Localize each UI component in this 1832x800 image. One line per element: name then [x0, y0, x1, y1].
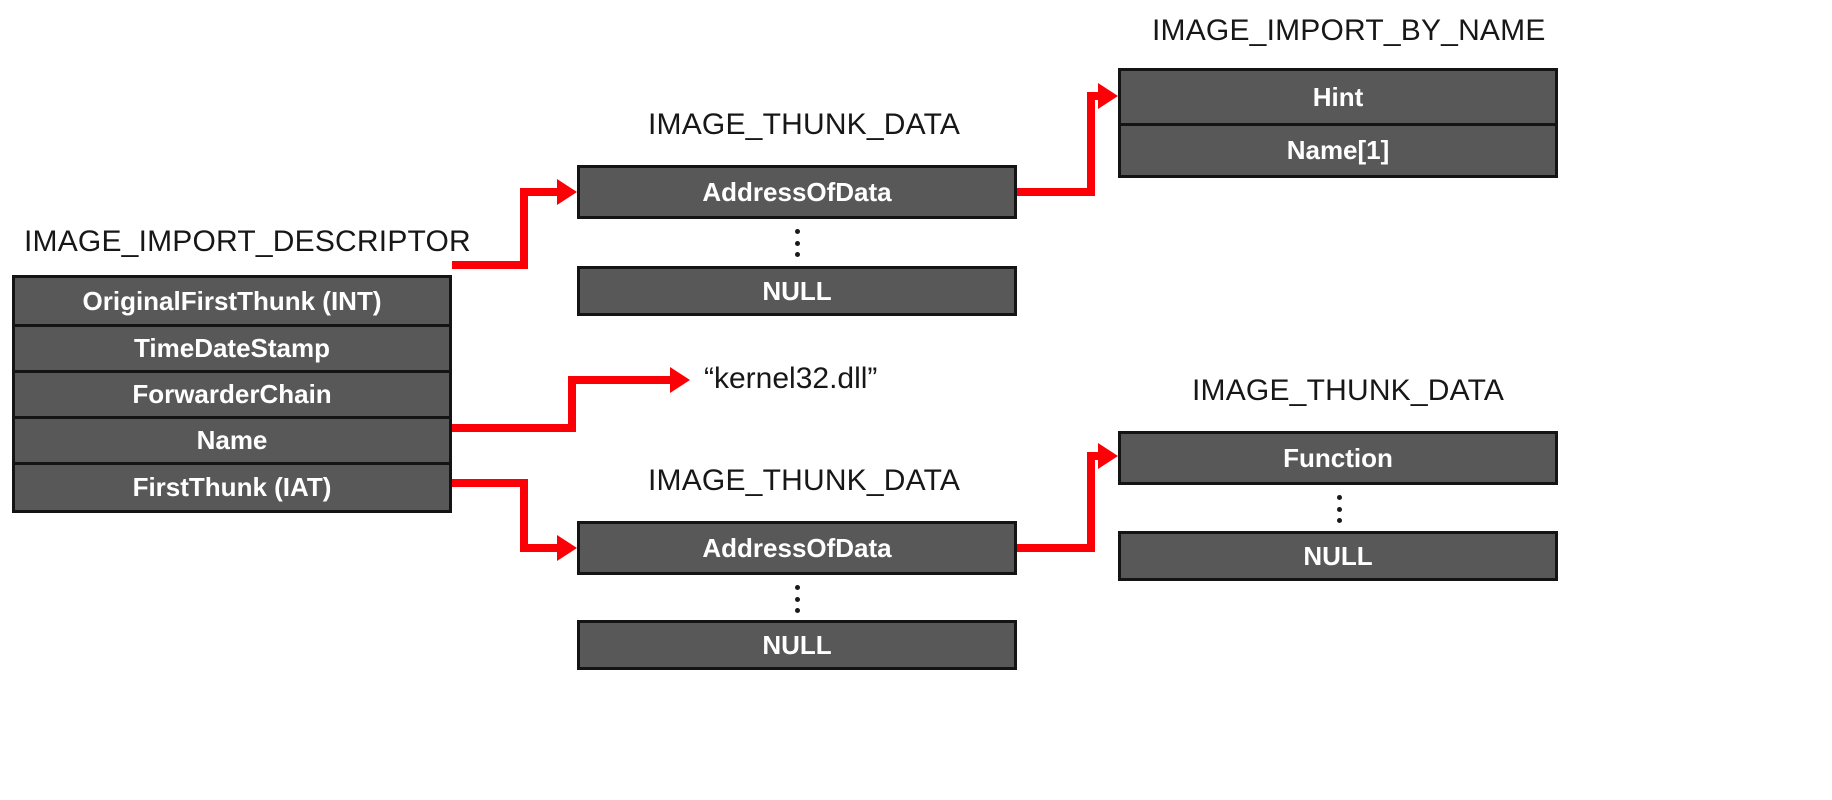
descriptor-field-name: Name: [15, 416, 449, 462]
connector-bound-arrowhead: [1098, 443, 1118, 469]
thunk-int-addressofdata: AddressOfData: [577, 165, 1017, 219]
connector-iat-segment-v: [520, 479, 528, 545]
connector-int-segment-h2: [520, 188, 565, 196]
descriptor-field-originalfirstthunk: OriginalFirstThunk (INT): [15, 278, 449, 324]
import-descriptor-title: IMAGE_IMPORT_DESCRIPTOR: [24, 225, 471, 258]
thunk-bound-function: Function: [1118, 431, 1558, 485]
connector-dll-segment-h2: [568, 376, 678, 384]
connector-byname-arrowhead: [1098, 83, 1118, 109]
thunk-iat-addressofdata: AddressOfData: [577, 521, 1017, 575]
thunk-iat-title: IMAGE_THUNK_DATA: [648, 464, 961, 497]
connector-byname-segment-v: [1087, 92, 1095, 196]
import-by-name-table: Hint Name[1]: [1118, 68, 1558, 178]
thunk-bound-title: IMAGE_THUNK_DATA: [1192, 374, 1505, 407]
thunk-int-title: IMAGE_THUNK_DATA: [648, 108, 961, 141]
connector-int-segment-v: [520, 188, 528, 269]
connector-bound-segment-h1: [1017, 544, 1095, 552]
descriptor-field-timedatestamp: TimeDateStamp: [15, 324, 449, 370]
dll-name-label: “kernel32.dll”: [704, 362, 878, 395]
import-descriptor-table: OriginalFirstThunk (INT) TimeDateStamp F…: [12, 275, 452, 513]
descriptor-field-forwarderchain: ForwarderChain: [15, 370, 449, 416]
thunk-int-null: NULL: [577, 266, 1017, 316]
connector-byname-segment-h1: [1017, 188, 1095, 196]
connector-iat-segment-h2: [520, 544, 565, 552]
descriptor-field-firstthunk: FirstThunk (IAT): [15, 462, 449, 510]
connector-dll-segment-h1: [452, 424, 576, 432]
connector-dll-arrowhead: [670, 367, 690, 393]
thunk-iat-ellipsis: [792, 585, 802, 613]
connector-int-segment-h1: [452, 261, 528, 269]
connector-int-arrowhead: [557, 179, 577, 205]
thunk-bound-ellipsis: [1334, 495, 1344, 523]
connector-dll-segment-v: [568, 376, 576, 432]
import-by-name-title: IMAGE_IMPORT_BY_NAME: [1152, 14, 1546, 47]
thunk-int-ellipsis: [792, 229, 802, 257]
connector-iat-arrowhead: [557, 535, 577, 561]
connector-bound-segment-v: [1087, 452, 1095, 552]
import-by-name-name: Name[1]: [1121, 123, 1555, 175]
connector-iat-segment-h1: [452, 479, 528, 487]
import-by-name-hint: Hint: [1121, 71, 1555, 123]
thunk-iat-null: NULL: [577, 620, 1017, 670]
thunk-bound-null: NULL: [1118, 531, 1558, 581]
